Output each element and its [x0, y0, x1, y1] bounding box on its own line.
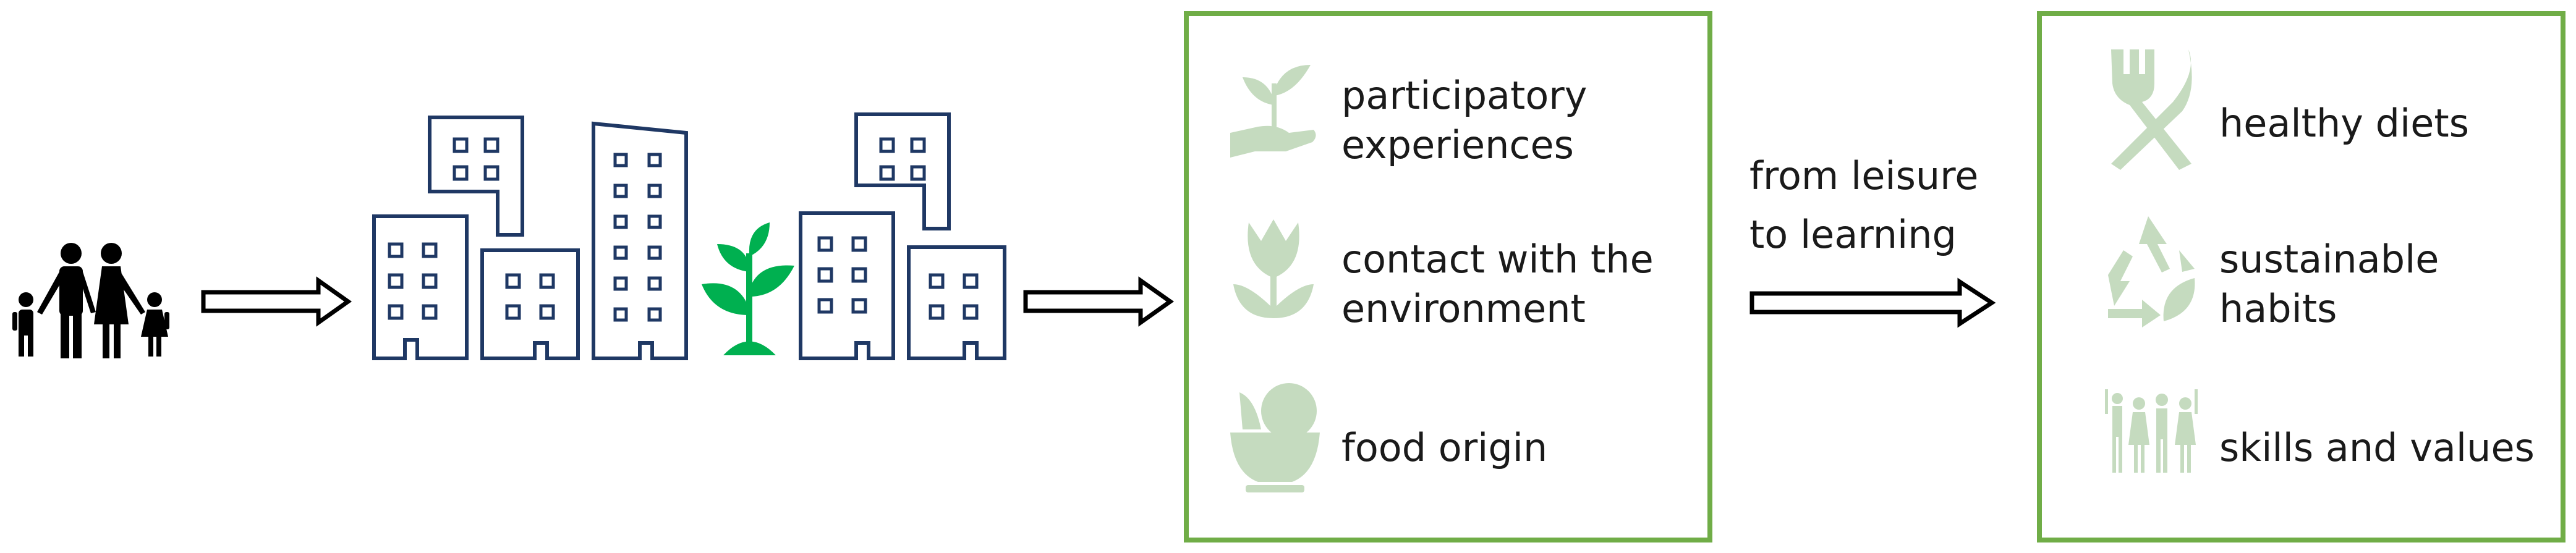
- arrow-right-icon: [1749, 277, 1996, 328]
- results-box: [2037, 11, 2565, 542]
- item-sustainable-line2: habits: [2219, 286, 2337, 331]
- item-healthy-diets: healthy diets: [2219, 101, 2469, 146]
- recycle-leaf-icon: [2108, 216, 2195, 327]
- item-food-origin: food origin: [1341, 425, 1548, 470]
- item-contact-line2: environment: [1341, 286, 1586, 331]
- hand-plant-icon: [1230, 65, 1316, 158]
- people-group-icon: [2105, 389, 2198, 473]
- item-skills-values: skills and values: [2219, 425, 2535, 470]
- item-participatory-line1: participatory: [1341, 73, 1588, 118]
- city-buildings-icon: [372, 112, 1006, 360]
- item-sustainable-line1: sustainable: [2219, 237, 2439, 282]
- item-participatory-line2: experiences: [1341, 122, 1574, 167]
- item-contact-line1: contact with the: [1341, 237, 1654, 282]
- arrow-right-icon: [1023, 276, 1175, 327]
- fruit-bowl-icon: [1230, 383, 1320, 492]
- family-icon: [12, 243, 169, 358]
- sprout-icon: [702, 222, 794, 355]
- tulip-icon: [1233, 219, 1314, 318]
- fork-knife-icon: [2111, 49, 2192, 170]
- connector-line1: from leisure: [1749, 153, 1979, 198]
- connector-line2: to learning: [1749, 212, 1957, 257]
- arrow-right-icon: [201, 276, 352, 327]
